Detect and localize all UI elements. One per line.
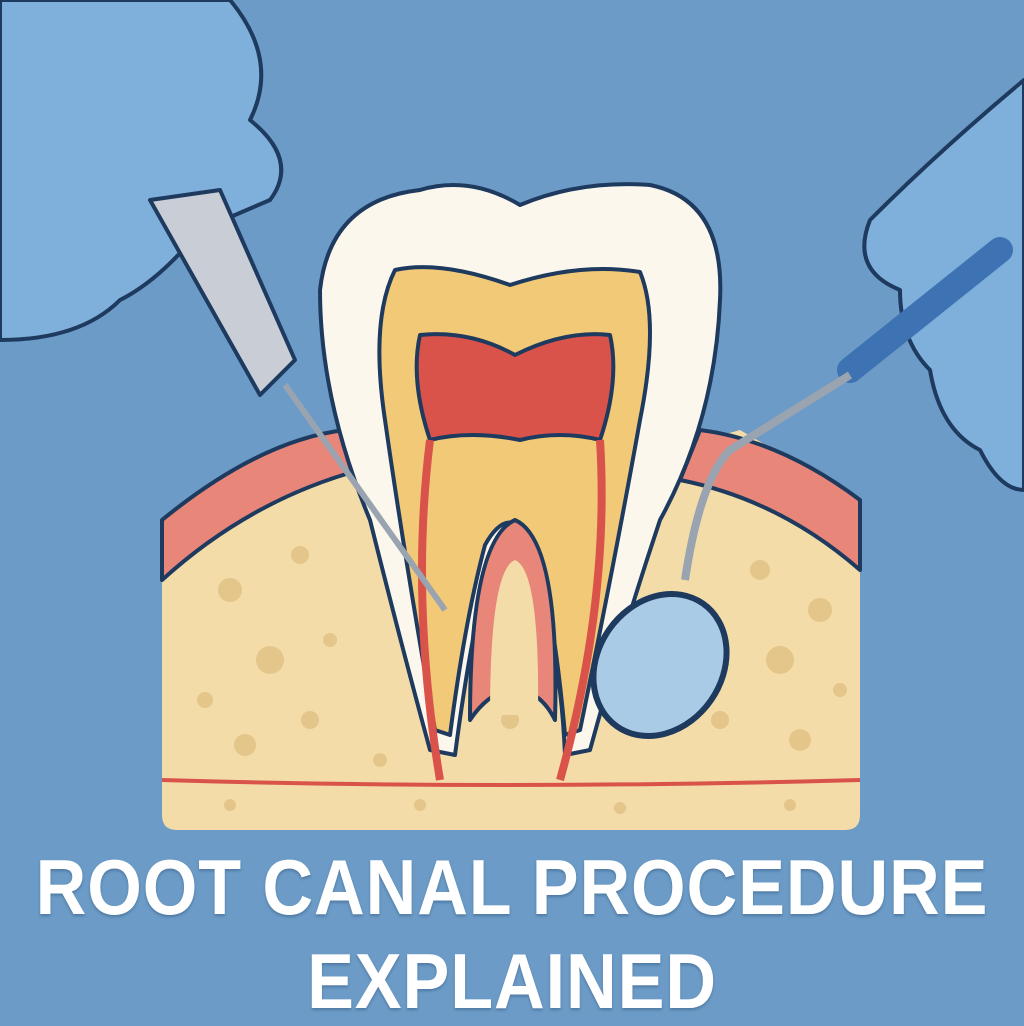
dental-mirror-icon (681, 371, 853, 581)
root-canal-right (556, 439, 606, 782)
root-canal-left (418, 439, 444, 781)
drill-file (282, 383, 448, 612)
mirror-head (590, 591, 730, 739)
nerve-line (161, 778, 861, 787)
glove-hand-left (0, 0, 284, 342)
tooth-pulp (414, 332, 616, 442)
dental-drill-icon (148, 188, 297, 397)
inter-root-bone (490, 560, 539, 715)
bone-pores (197, 546, 847, 814)
title-line-2: EXPLAINED (307, 937, 717, 1025)
title-line-1: ROOT CANAL PROCEDURE (35, 843, 989, 931)
mirror-handle (837, 237, 1013, 383)
